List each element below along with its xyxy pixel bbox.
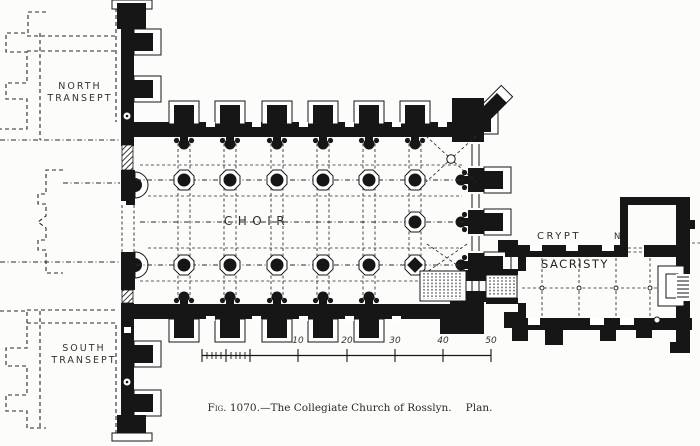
west-wall [111,0,162,442]
scale-label-20: 20 [341,336,353,346]
caption-figure-number: Fig. 1070. [207,402,260,414]
label-south-transept-line2: TRANSEPT [51,354,117,366]
scale-label-50: 50 [485,336,497,346]
caption-title: The Collegiate Church of Rosslyn. [270,402,452,414]
scale-label-10: 10 [292,336,304,346]
label-crypt: CRYPT [537,231,582,242]
figure-caption: Fig. 1070.—The Collegiate Church of Ross… [0,402,700,414]
label-north-transept: NORTH TRANSEPT [34,81,126,104]
label-sacristy: SACRISTY [541,257,609,271]
vault-boss [446,154,456,164]
sacristy-interior [522,242,700,317]
stairs [419,269,518,304]
scale-label-30: 30 [389,336,401,346]
south-wall [121,291,455,343]
label-south-transept-line1: SOUTH [62,343,106,354]
label-compass-north: N [614,232,621,242]
label-south-transept: SOUTH TRANSEPT [38,343,130,366]
label-north-transept-line1: NORTH [58,81,102,92]
scale-label-40: 40 [437,336,449,346]
caption-dash: — [259,402,271,414]
unbuilt-axis-lines [0,139,121,263]
sacristy-walls [498,197,695,353]
scale-bar [201,349,492,362]
label-choir: CHOIR [223,214,291,228]
caption-plan: Plan. [465,402,493,414]
north-wall [121,100,470,150]
unbuilt-dashed-outlines [0,8,118,440]
label-north-transept-line2: TRANSEPT [47,92,113,104]
east-wall [440,84,514,334]
